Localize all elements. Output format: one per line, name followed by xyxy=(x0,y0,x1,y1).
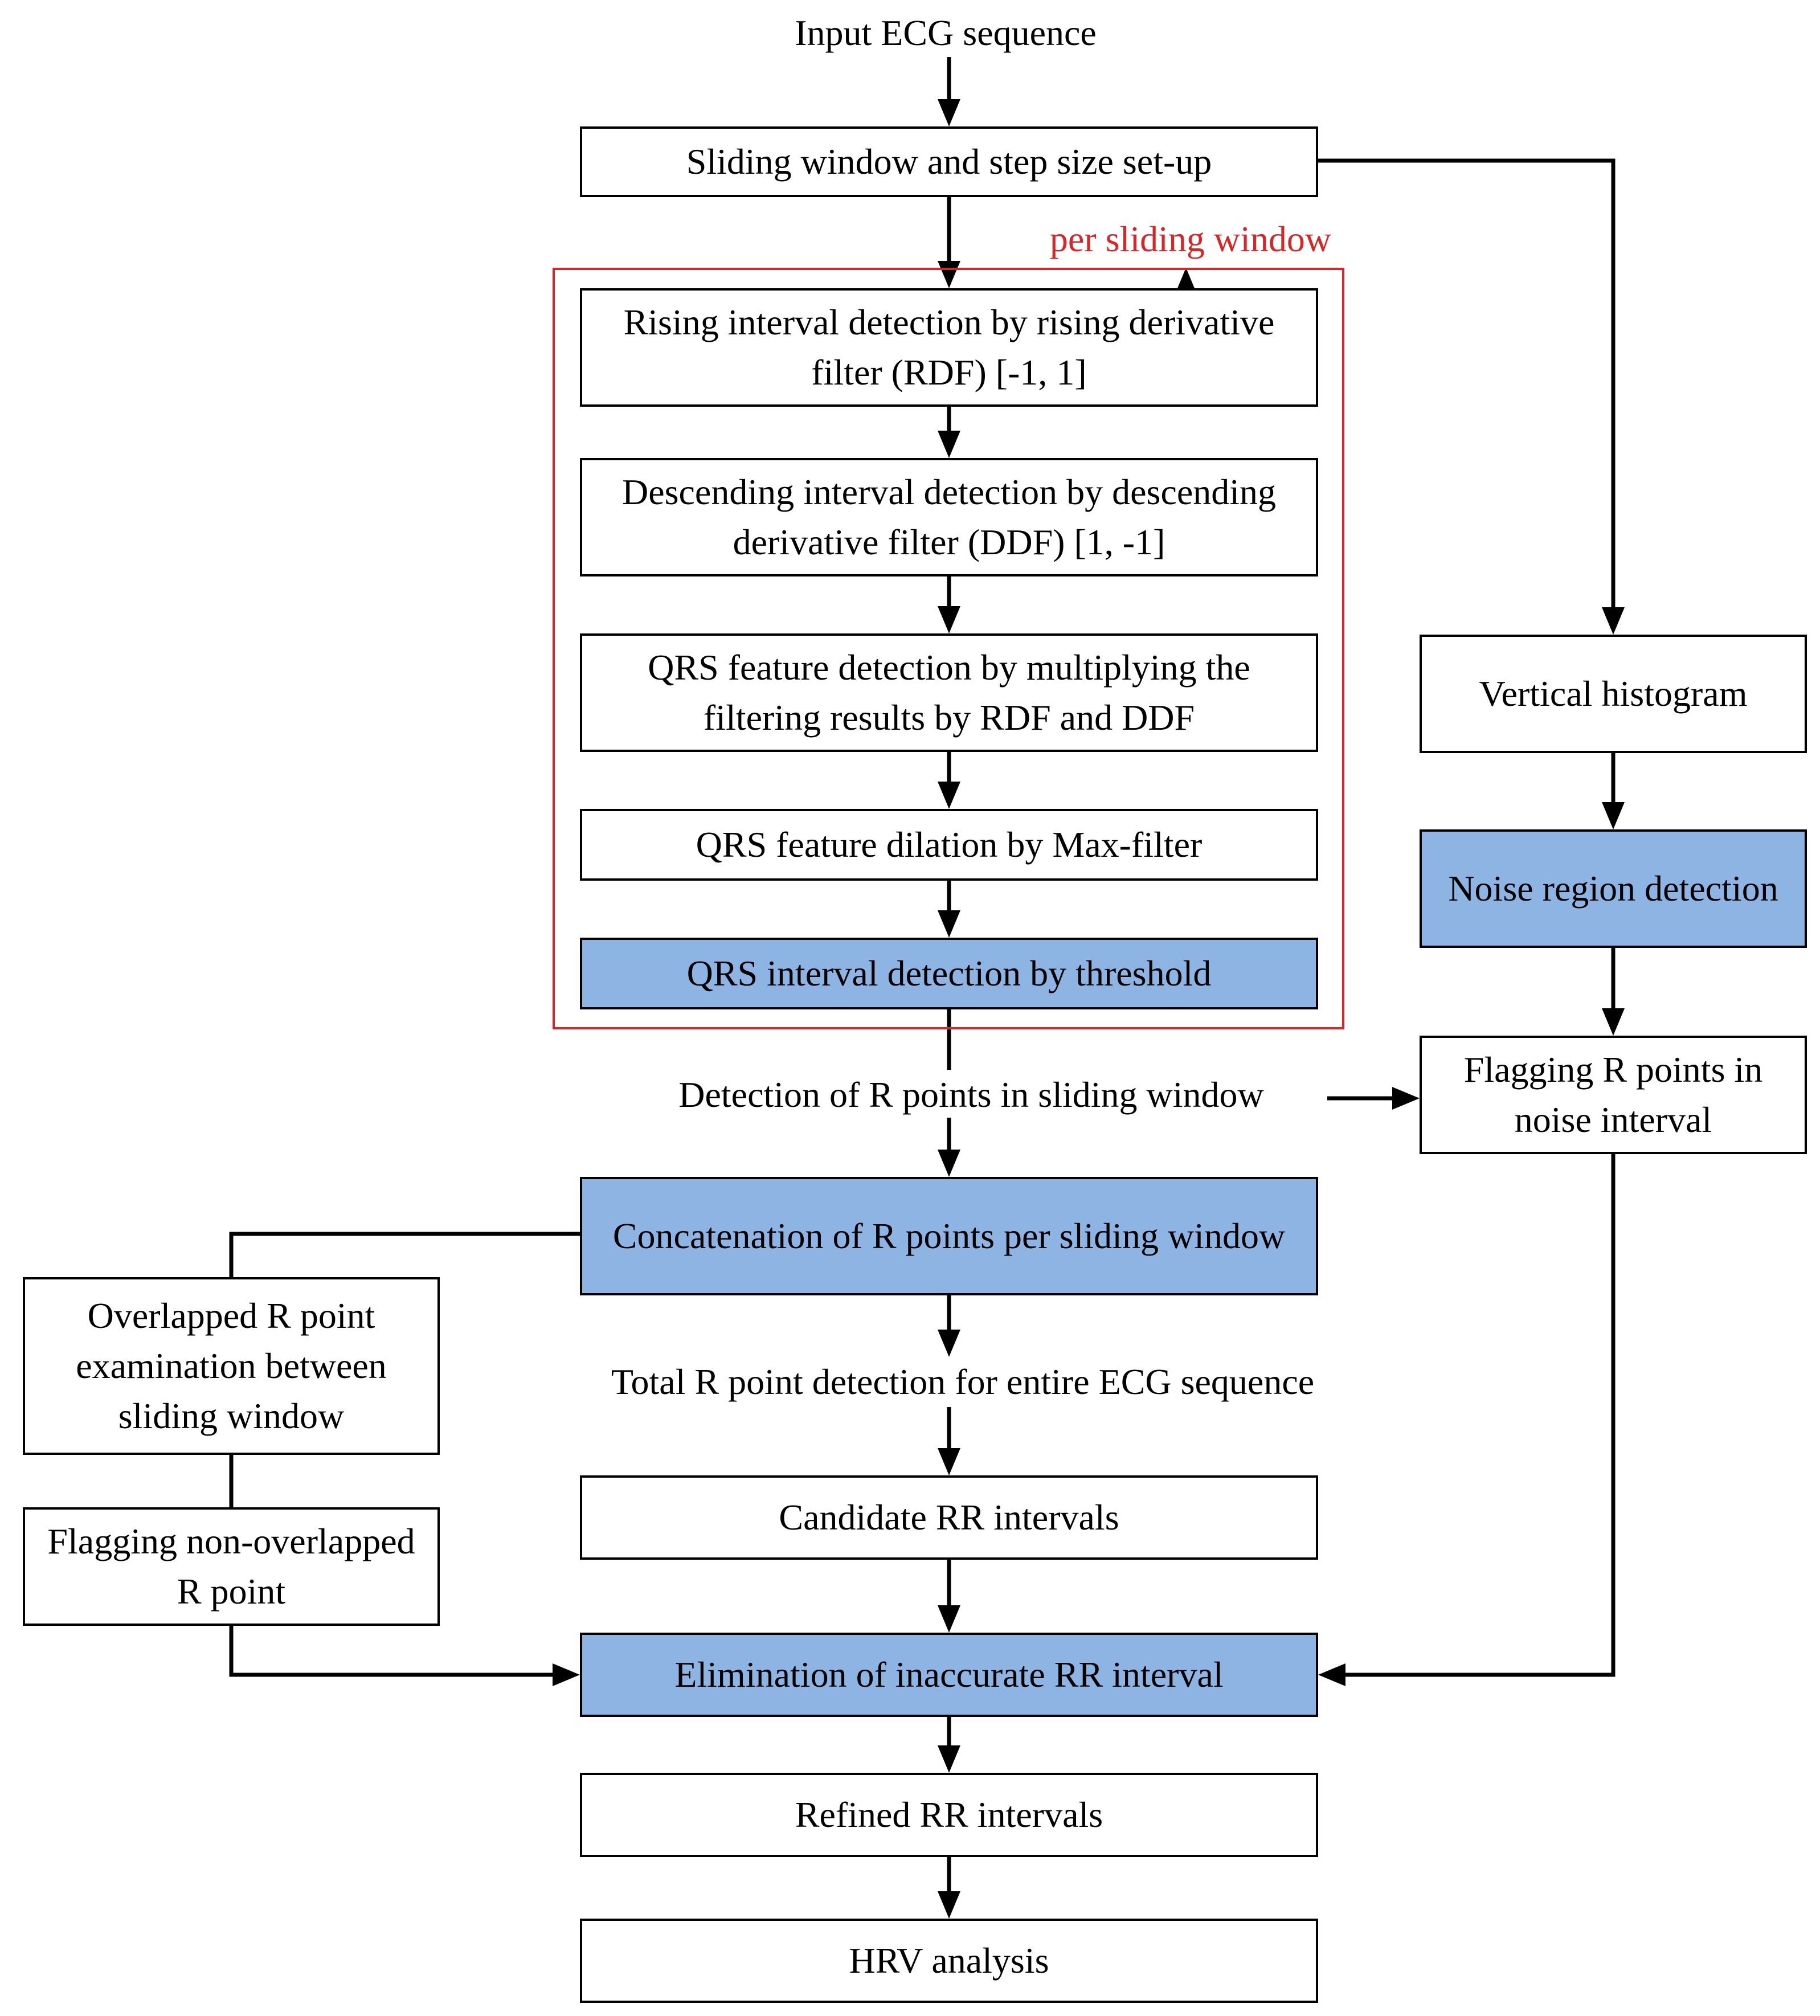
hrv-box: HRV analysis xyxy=(580,1919,1318,2003)
concat-to-overlap-connector xyxy=(229,1232,580,1277)
flag-noise-box: Flagging R points in noise interval xyxy=(1420,1036,1807,1154)
elimination-box: Elimination of inaccurate RR interval xyxy=(580,1633,1318,1717)
flag-nonoverlap-to-elimination-connector xyxy=(229,1626,580,1686)
histogram-to-noise-connector xyxy=(1602,753,1625,829)
total-r-to-candidate-connector xyxy=(938,1407,960,1475)
rdf-box: Rising interval detection by rising deri… xyxy=(580,288,1318,407)
threshold-box: QRS interval detection by threshold xyxy=(580,938,1318,1009)
refined-rr-box: Refined RR intervals xyxy=(580,1773,1318,1857)
per-window-loop-label: per sliding window xyxy=(1049,219,1332,259)
concat-to-total-r-connector xyxy=(938,1295,960,1357)
setup-box: Sliding window and step size set-up xyxy=(580,126,1318,197)
rdf-to-ddf-connector xyxy=(938,407,960,458)
candidate-to-elimination-connector xyxy=(938,1560,960,1633)
concat-box: Concatenation of R points per sliding wi… xyxy=(580,1177,1318,1295)
histogram-box: Vertical histogram xyxy=(1420,635,1807,753)
noise-box: Noise region detection xyxy=(1420,829,1807,948)
dilation-box: QRS feature dilation by Max-filter xyxy=(580,809,1318,881)
qrs-feature-to-dilation-connector xyxy=(938,752,960,809)
qrs-feature-box: QRS feature detection by multiplying the… xyxy=(580,633,1318,752)
setup-to-histogram-connector xyxy=(1318,158,1625,635)
per-window-loop-frame xyxy=(553,268,1344,1029)
input-to-setup-connector xyxy=(938,57,960,126)
ddf-box: Descending interval detection by descend… xyxy=(580,458,1318,576)
elimination-to-refined-connector xyxy=(938,1717,960,1773)
flag-nonoverlap-box: Flagging non-overlapped R point xyxy=(23,1507,440,1626)
total-r-label: Total R point detection for entire ECG s… xyxy=(611,1361,1315,1402)
ddf-to-qrs-feature-connector xyxy=(938,576,960,633)
flag-noise-to-elimination-connector xyxy=(1318,1154,1615,1686)
candidate-rr-box: Candidate RR intervals xyxy=(580,1475,1318,1560)
refined-to-hrv-connector xyxy=(938,1857,960,1919)
detect-r-to-flag-noise-connector xyxy=(1327,1087,1420,1110)
dilation-to-threshold-connector xyxy=(938,881,960,938)
detect-r-to-concat-connector xyxy=(938,1118,960,1177)
overlap-box: Overlapped R point examination between s… xyxy=(23,1277,440,1455)
noise-to-flag-noise-connector xyxy=(1602,948,1625,1036)
input-ecg-label: Input ECG sequence xyxy=(795,13,1097,53)
detect-r-label: Detection of R points in sliding window xyxy=(678,1074,1264,1115)
